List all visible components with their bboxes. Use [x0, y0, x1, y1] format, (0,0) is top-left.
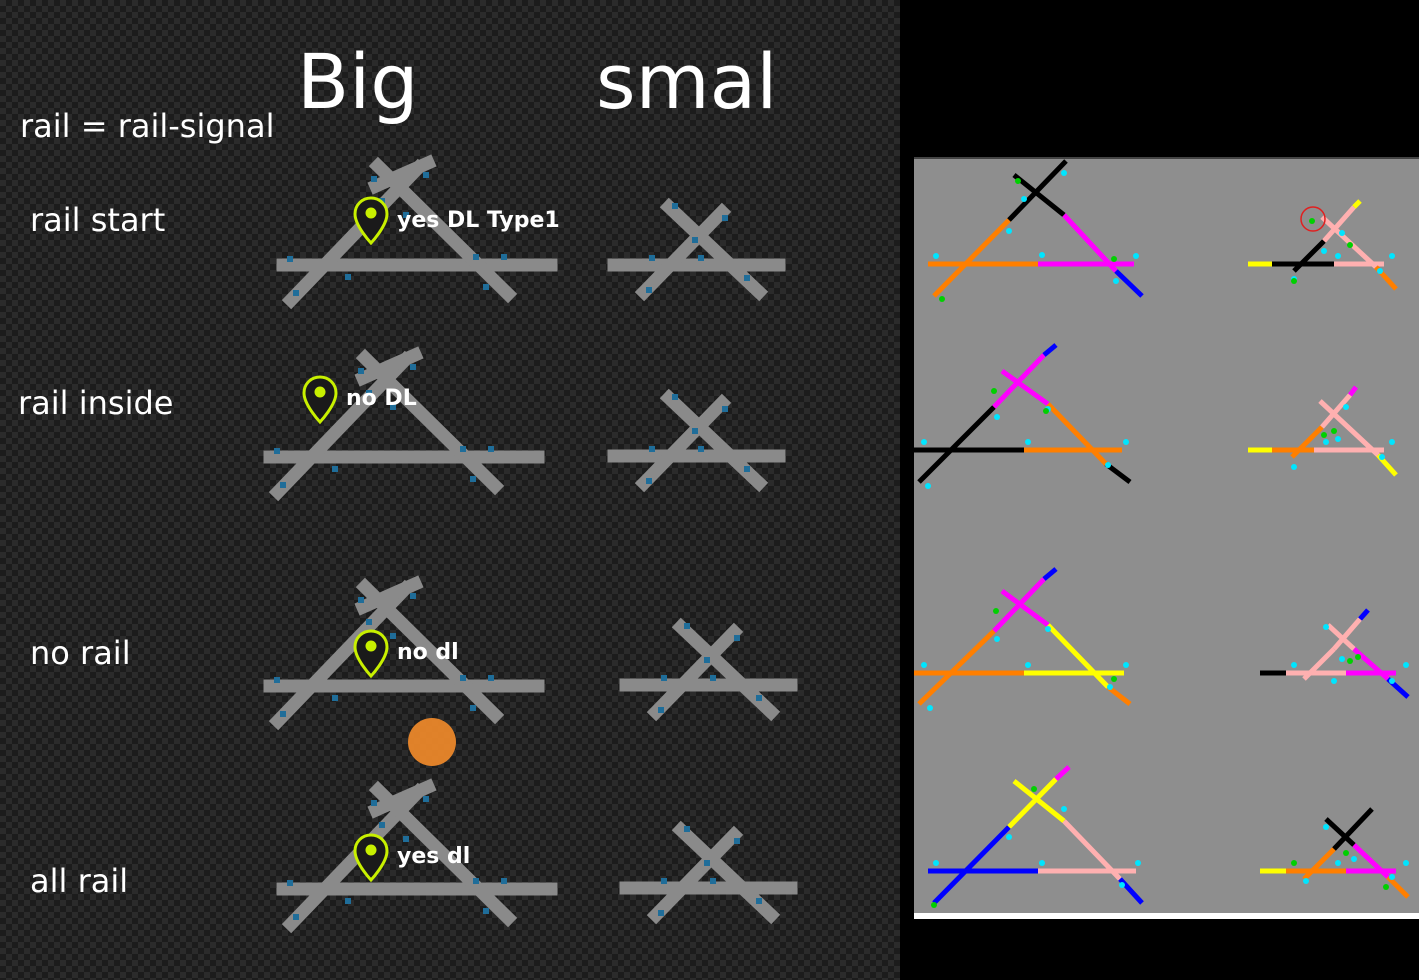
big-track-rail-inside	[270, 355, 538, 492]
signal-markers	[921, 170, 1409, 908]
legend-text: rail = rail-signal	[20, 107, 275, 145]
note-rail-inside: no DL	[346, 386, 417, 411]
track-layouts	[0, 0, 900, 980]
network-small-rail-start	[1248, 199, 1398, 291]
location-pin-icon	[353, 629, 389, 678]
network-small-all-rail	[1260, 807, 1410, 899]
network-big-rail-start	[928, 159, 1144, 298]
highlight-ring	[1300, 206, 1326, 232]
network-big-rail-inside	[914, 343, 1132, 484]
note-rail-start: yes DL Type1	[397, 208, 560, 233]
row-label-all-rail: all rail	[30, 862, 129, 900]
small-track-no-rail	[626, 623, 791, 713]
network-diagrams	[914, 159, 1410, 908]
small-track-rail-inside	[614, 394, 779, 484]
network-big-no-rail	[914, 567, 1132, 706]
note-all-rail: yes dl	[397, 844, 471, 869]
location-pin-icon	[353, 833, 389, 882]
row-label-rail-inside: rail inside	[18, 384, 174, 422]
note-no-rail: no dl	[397, 640, 459, 665]
panel-bottom-border	[914, 913, 1419, 919]
header-big: Big	[297, 37, 419, 126]
orange-dot	[408, 718, 456, 766]
network-small-rail-inside	[1248, 385, 1398, 477]
left-panel: Big smal rail = rail-signal rail start r…	[0, 0, 900, 980]
location-pin-icon	[302, 375, 338, 424]
row-label-no-rail: no rail	[30, 634, 131, 672]
small-track-rail-start	[614, 203, 779, 293]
header-small: smal	[596, 37, 778, 126]
row-label-rail-start: rail start	[30, 201, 166, 239]
network-diagram-panel	[914, 157, 1419, 915]
small-track-all-rail	[626, 826, 791, 916]
